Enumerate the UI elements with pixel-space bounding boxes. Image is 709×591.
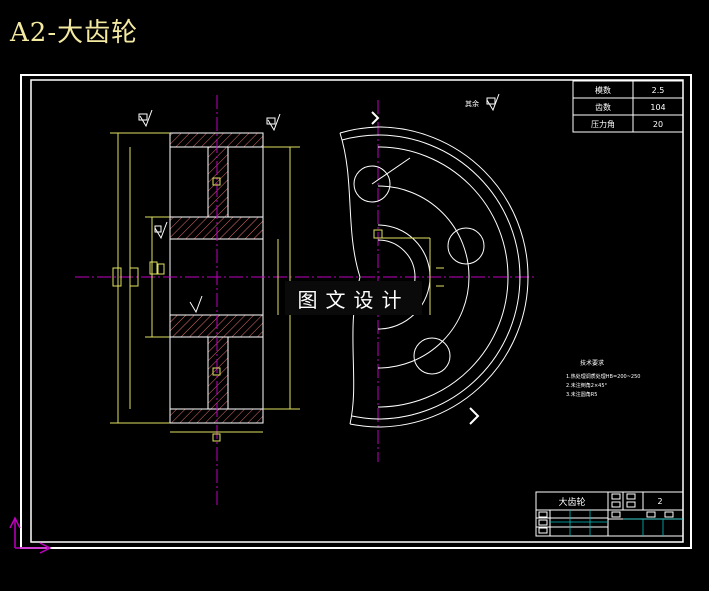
param-value-module: 2.5 [652,86,665,95]
param-label-pressure-angle: 压力角 [591,119,615,129]
tech-req-item-3: 3.未注圆角R5 [566,391,597,398]
param-label-teeth: 齿数 [595,102,611,112]
param-label-module: 模数 [595,85,611,95]
title-block [535,491,684,537]
tech-req-title: 技术要求 [580,359,604,367]
inner-frame [30,79,684,543]
tech-requirements: 技术要求 1.热处理调质处理HB=200~250 2.未注倒角2×45° 3.未… [566,359,640,398]
roughness-note: 其余 [465,99,479,108]
tech-req-item-2: 2.未注倒角2×45° [566,382,608,389]
front-view [339,93,529,462]
parameter-table: 模数 2.5 齿数 104 压力角 20 [572,80,684,133]
page-title: A2-大齿轮 [10,18,139,48]
section-view [75,95,535,505]
watermark: 图文设计 [285,281,422,315]
param-value-pressure-angle: 20 [653,120,663,129]
outer-frame [20,74,692,549]
param-value-teeth: 104 [650,103,665,112]
ucs-icon [9,516,52,554]
tech-req-item-1: 1.热处理调质处理HB=200~250 [566,373,640,380]
title-block-sheet: 2 [657,497,662,506]
title-block-part-name: 大齿轮 [558,496,585,508]
